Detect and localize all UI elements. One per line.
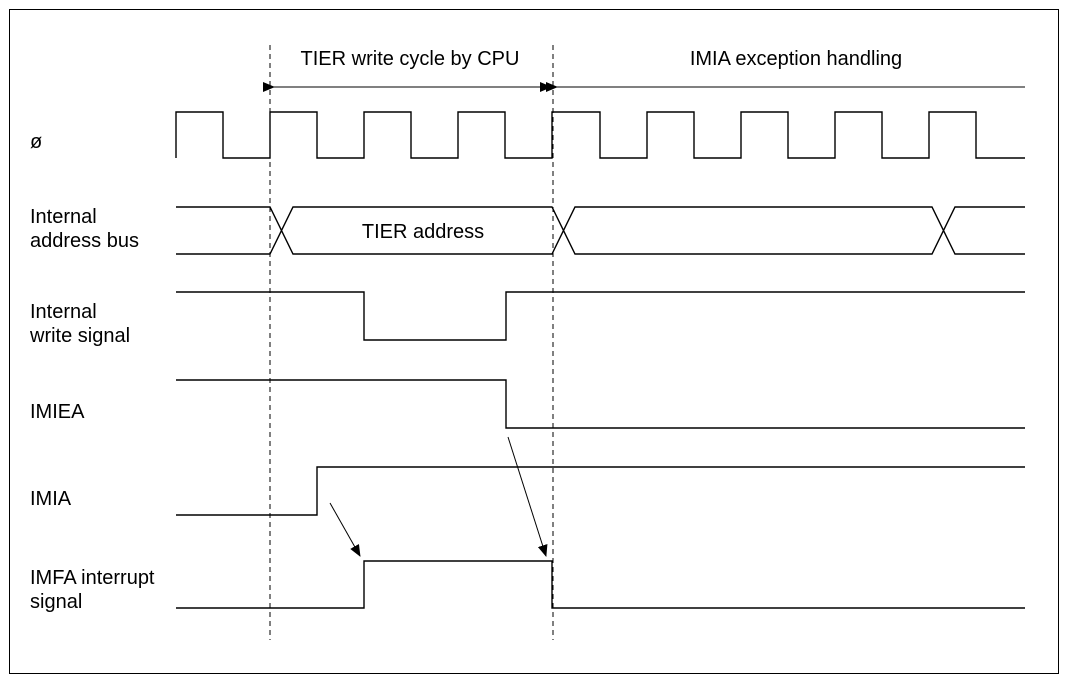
- address-bus-waveform: [176, 206, 1025, 255]
- signal-label-clock: ø: [30, 131, 42, 153]
- write-signal-waveform: [176, 291, 1025, 341]
- clock-waveform: [175, 111, 1025, 159]
- phase2-label: IMIA exception handling: [690, 48, 902, 70]
- imia-waveform: [176, 466, 1025, 516]
- signal-label-write-signal: Internal write signal: [29, 301, 130, 347]
- bus-value-label: TIER address: [362, 221, 484, 243]
- imiea-to-imfa-arrow: [507, 436, 548, 557]
- imiea-waveform: [176, 379, 1025, 429]
- signal-label-address-bus: Internal address bus: [30, 206, 139, 252]
- signal-label-imfa: IMFA interrupt signal: [30, 567, 160, 613]
- signal-label-imiea: IMIEA: [30, 401, 85, 423]
- imia-to-imfa-arrow: [329, 502, 361, 557]
- phase1-label: TIER write cycle by CPU: [301, 48, 520, 70]
- signal-label-imia: IMIA: [30, 488, 72, 510]
- imfa-waveform: [176, 560, 1025, 609]
- diagram-frame: [9, 9, 1059, 674]
